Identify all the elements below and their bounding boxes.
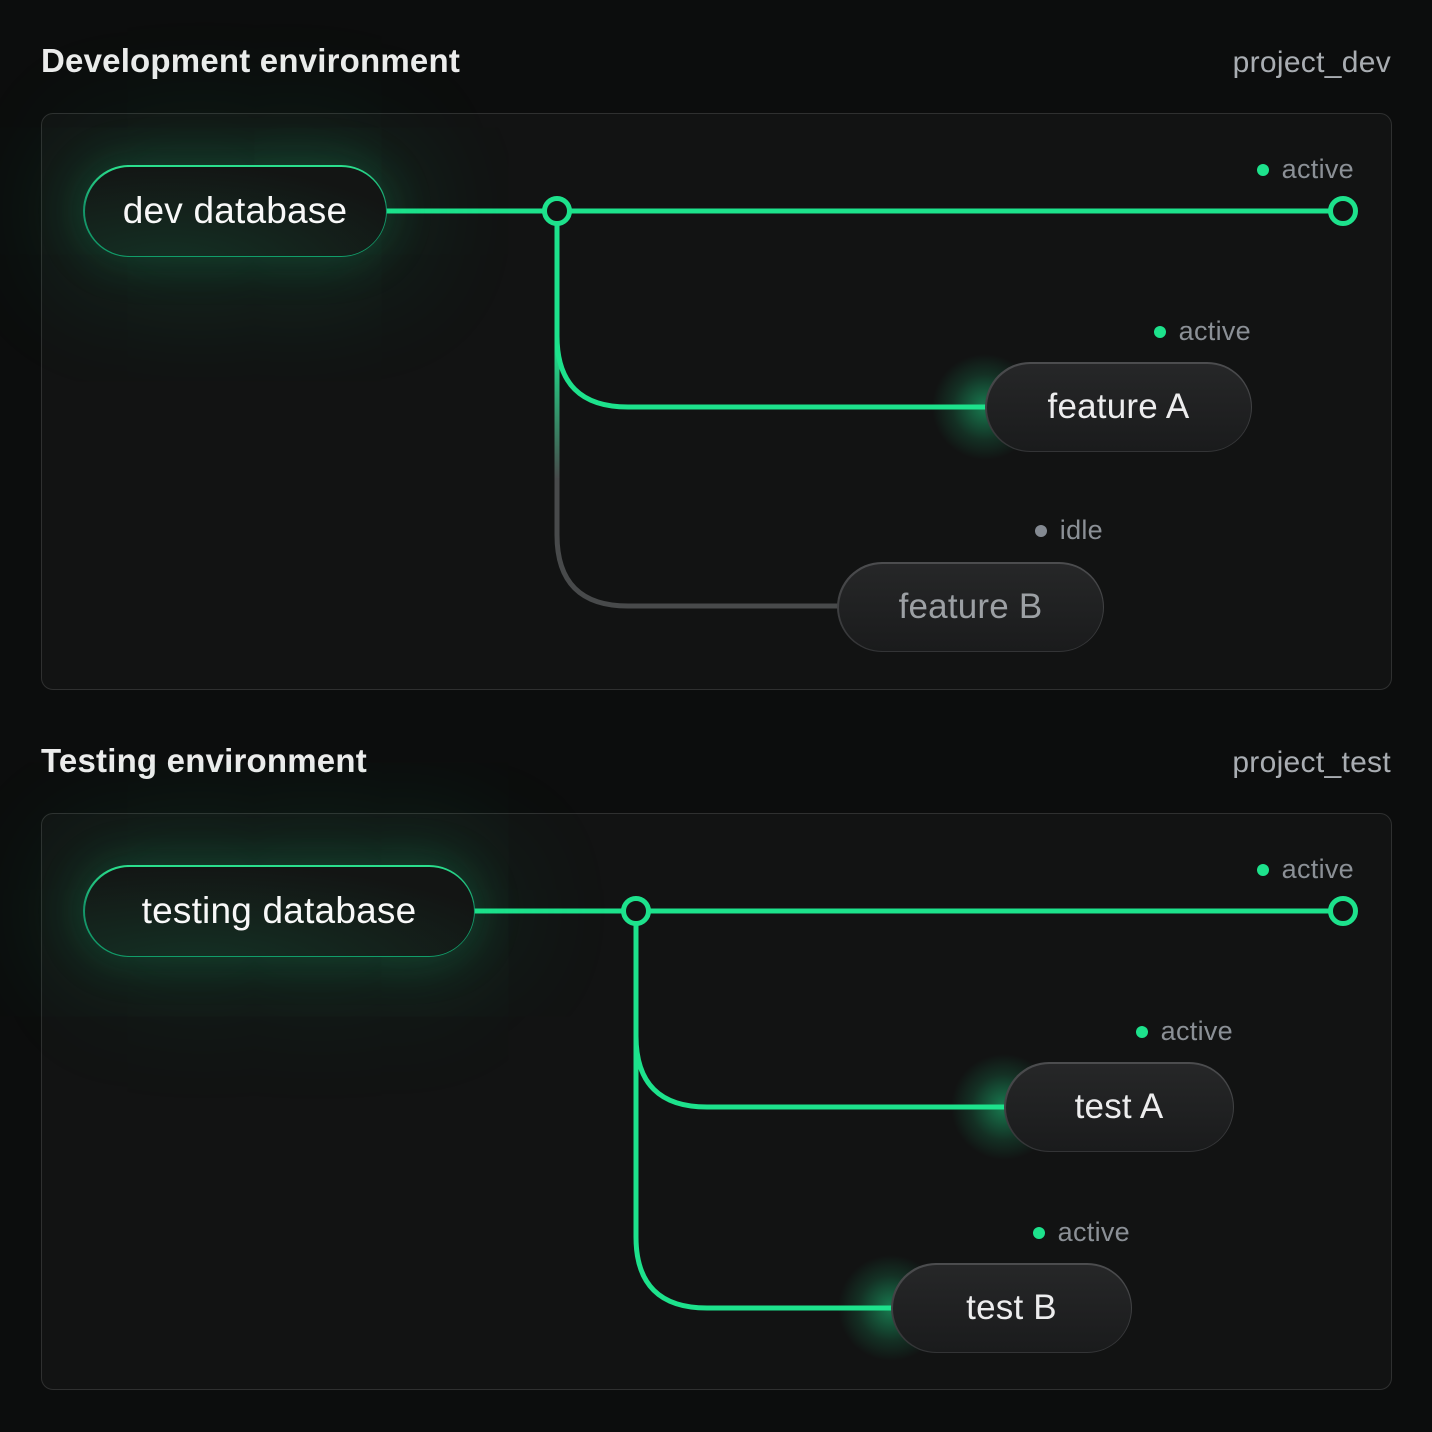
status-label: active	[1281, 154, 1354, 184]
test-a-label: test A	[1005, 1063, 1233, 1151]
feature-a-status-badge: active	[1153, 316, 1251, 347]
testing-database-pill[interactable]: testing database	[83, 865, 475, 957]
feature-a-label: feature A	[986, 363, 1251, 451]
feature-b-status-badge: idle	[1034, 515, 1103, 546]
dev-project-label: project_dev	[1232, 46, 1391, 79]
main-branch-status-badge: active	[1256, 854, 1354, 885]
test-b-status-badge: active	[1032, 1217, 1130, 1248]
status-label: active	[1160, 1016, 1233, 1046]
dev-env-title: Development environment	[41, 42, 461, 79]
status-dot-icon	[1032, 1226, 1045, 1239]
status-label: idle	[1059, 515, 1103, 545]
branch-line-test-b	[633, 991, 894, 1311]
main-branch-end-node	[1328, 196, 1358, 226]
main-branch-end-node	[1328, 896, 1358, 926]
test-b-pill[interactable]: test B	[891, 1263, 1132, 1353]
feature-b-label: feature B	[838, 563, 1103, 651]
main-branch-status-badge: active	[1256, 154, 1354, 185]
feature-b-pill[interactable]: feature B	[837, 562, 1104, 652]
test-b-label: test B	[892, 1264, 1131, 1352]
status-dot-icon	[1135, 1025, 1148, 1038]
status-dot-icon	[1256, 863, 1269, 876]
test-a-pill[interactable]: test A	[1004, 1062, 1234, 1152]
test-branch-lines	[472, 896, 1358, 1311]
dev-env-header: Development environment project_dev	[41, 42, 1391, 82]
dev-env-panel: dev database feature A feature B active …	[41, 113, 1392, 690]
dev-branch-lines	[384, 196, 1358, 609]
test-env-title: Testing environment	[41, 742, 367, 779]
status-label: active	[1057, 1217, 1130, 1247]
status-label: active	[1281, 854, 1354, 884]
testing-database-label: testing database	[84, 866, 474, 956]
feature-a-pill[interactable]: feature A	[985, 362, 1252, 452]
branch-line-feature-b	[554, 291, 840, 609]
branch-line-test-a	[633, 908, 1007, 1110]
dev-database-label: dev database	[84, 166, 386, 256]
status-dot-icon	[1256, 163, 1269, 176]
test-env-header: Testing environment project_test	[41, 742, 1391, 782]
branch-point-node	[542, 196, 572, 226]
branch-point-node	[621, 896, 651, 926]
status-dot-icon	[1153, 325, 1166, 338]
test-project-label: project_test	[1232, 746, 1391, 779]
branch-line-feature-a	[554, 208, 988, 410]
test-a-status-badge: active	[1135, 1016, 1233, 1047]
status-dot-icon	[1034, 524, 1047, 537]
dev-database-pill[interactable]: dev database	[83, 165, 387, 257]
status-label: active	[1178, 316, 1251, 346]
test-env-panel: testing database test A test B active ac…	[41, 813, 1392, 1390]
